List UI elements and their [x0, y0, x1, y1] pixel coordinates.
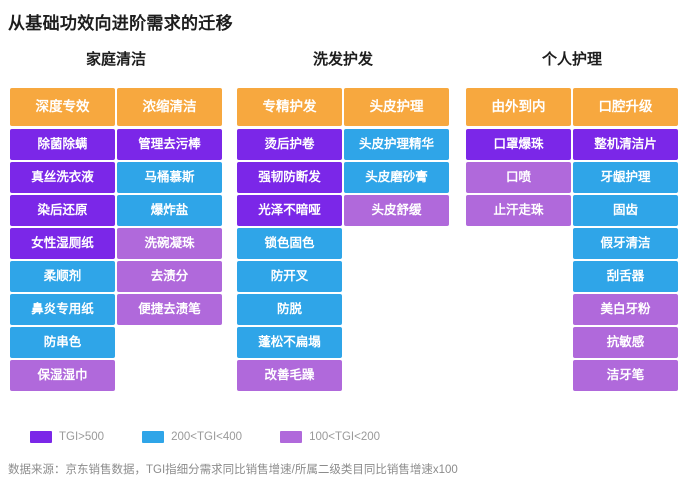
demand-cell[interactable]: 假牙清洁	[573, 228, 678, 259]
cell-spacer	[466, 360, 571, 391]
legend-label: 100<TGI<200	[309, 431, 381, 443]
demand-cell[interactable]: 鼻炎专用纸	[10, 294, 115, 325]
legend-swatch	[142, 431, 165, 443]
column-header-cell[interactable]: 专精护发	[237, 88, 342, 126]
category-column: 专精护发烫后护卷强韧防断发光泽不暗哑锁色固色防开叉防脱蓬松不扁塌改善毛躁	[237, 88, 342, 393]
demand-cell[interactable]: 抗敏感	[573, 327, 678, 358]
demand-cell[interactable]: 口喷	[466, 162, 571, 193]
column-header-cell[interactable]: 浓缩清洁	[117, 88, 222, 126]
cell-spacer	[466, 261, 571, 292]
demand-cell[interactable]: 洗碗凝珠	[117, 228, 222, 259]
demand-cell[interactable]: 柔顺剂	[10, 261, 115, 292]
demand-cell[interactable]: 刮舌器	[573, 261, 678, 292]
demand-cell[interactable]: 牙龈护理	[573, 162, 678, 193]
cell-spacer	[344, 294, 449, 325]
demand-cell[interactable]: 美白牙粉	[573, 294, 678, 325]
demand-cell[interactable]: 马桶慕斯	[117, 162, 222, 193]
demand-cell[interactable]: 蓬松不扁塌	[237, 327, 342, 358]
column-header-cell[interactable]: 由外到内	[466, 88, 571, 126]
group-title: 洗发护发	[312, 51, 373, 68]
demand-cell[interactable]: 整机清洁片	[573, 129, 678, 160]
category-group: 洗发护发专精护发烫后护卷强韧防断发光泽不暗哑锁色固色防开叉防脱蓬松不扁塌改善毛躁…	[237, 50, 449, 393]
cell-spacer	[466, 327, 571, 358]
category-group: 家庭清洁深度专效除菌除螨真丝洗衣液染后还原女性湿厕纸柔顺剂鼻炎专用纸防串色保湿湿…	[10, 50, 222, 393]
group-columns: 由外到内口罩爆珠口喷止汗走珠口腔升级整机清洁片牙龈护理固齿假牙清洁刮舌器美白牙粉…	[466, 88, 678, 393]
group-columns: 深度专效除菌除螨真丝洗衣液染后还原女性湿厕纸柔顺剂鼻炎专用纸防串色保湿湿巾浓缩清…	[10, 88, 222, 393]
demand-cell[interactable]: 头皮护理精华	[344, 129, 449, 160]
demand-cell[interactable]: 口罩爆珠	[466, 129, 571, 160]
category-column: 浓缩清洁管理去污棒马桶慕斯爆炸盐洗碗凝珠去渍分便捷去渍笔	[117, 88, 222, 393]
cell-spacer	[466, 228, 571, 259]
cell-spacer	[117, 327, 222, 358]
column-header-cell[interactable]: 口腔升级	[573, 88, 678, 126]
cell-spacer	[344, 360, 449, 391]
category-group: 个人护理由外到内口罩爆珠口喷止汗走珠口腔升级整机清洁片牙龈护理固齿假牙清洁刮舌器…	[466, 50, 678, 393]
demand-cell[interactable]: 管理去污棒	[117, 129, 222, 160]
category-column: 由外到内口罩爆珠口喷止汗走珠	[466, 88, 571, 393]
demand-cell[interactable]: 除菌除螨	[10, 129, 115, 160]
demand-cell[interactable]: 便捷去渍笔	[117, 294, 222, 325]
legend-label: TGI>500	[59, 431, 105, 443]
demand-cell[interactable]: 强韧防断发	[237, 162, 342, 193]
demand-cell[interactable]: 头皮磨砂膏	[344, 162, 449, 193]
group-title: 个人护理	[541, 51, 602, 68]
legend-item: 200<TGI<400	[142, 431, 242, 443]
legend-label: 200<TGI<400	[171, 431, 243, 443]
group-columns: 专精护发烫后护卷强韧防断发光泽不暗哑锁色固色防开叉防脱蓬松不扁塌改善毛躁头皮护理…	[237, 88, 449, 393]
category-column: 深度专效除菌除螨真丝洗衣液染后还原女性湿厕纸柔顺剂鼻炎专用纸防串色保湿湿巾	[10, 88, 115, 393]
cell-spacer	[344, 228, 449, 259]
source-note: 数据来源：京东销售数据，TGI指细分需求同比销售增速/所属二级类目同比销售增速x…	[8, 464, 458, 476]
demand-cell[interactable]: 光泽不暗哑	[237, 195, 342, 226]
demand-cell[interactable]: 女性湿厕纸	[10, 228, 115, 259]
demand-cell[interactable]: 去渍分	[117, 261, 222, 292]
demand-cell[interactable]: 保湿湿巾	[10, 360, 115, 391]
demand-cell[interactable]: 烫后护卷	[237, 129, 342, 160]
demand-cell[interactable]: 头皮舒缓	[344, 195, 449, 226]
demand-cell[interactable]: 爆炸盐	[117, 195, 222, 226]
demand-cell[interactable]: 防串色	[10, 327, 115, 358]
legend-item: TGI>500	[30, 431, 104, 443]
category-column: 口腔升级整机清洁片牙龈护理固齿假牙清洁刮舌器美白牙粉抗敏感洁牙笔	[573, 88, 678, 393]
legend-item: 100<TGI<200	[280, 431, 380, 443]
demand-cell[interactable]: 染后还原	[10, 195, 115, 226]
legend: TGI>500 200<TGI<400 100<TGI<200	[30, 431, 418, 443]
cell-spacer	[344, 327, 449, 358]
category-column: 头皮护理头皮护理精华头皮磨砂膏头皮舒缓	[344, 88, 449, 393]
demand-cell[interactable]: 改善毛躁	[237, 360, 342, 391]
cell-spacer	[344, 261, 449, 292]
demand-cell[interactable]: 固齿	[573, 195, 678, 226]
legend-swatch	[30, 431, 52, 443]
demand-cell[interactable]: 锁色固色	[237, 228, 342, 259]
demand-cell[interactable]: 防开叉	[237, 261, 342, 292]
cell-spacer	[117, 360, 222, 391]
group-title: 家庭清洁	[85, 51, 146, 68]
demand-cell[interactable]: 止汗走珠	[466, 195, 571, 226]
demand-cell[interactable]: 真丝洗衣液	[10, 162, 115, 193]
column-header-cell[interactable]: 头皮护理	[344, 88, 449, 126]
column-header-cell[interactable]: 深度专效	[10, 88, 115, 126]
page-title: 从基础功效向进阶需求的迁移	[8, 14, 233, 33]
demand-cell[interactable]: 防脱	[237, 294, 342, 325]
demand-cell[interactable]: 洁牙笔	[573, 360, 678, 391]
cell-spacer	[466, 294, 571, 325]
legend-swatch	[280, 431, 303, 443]
